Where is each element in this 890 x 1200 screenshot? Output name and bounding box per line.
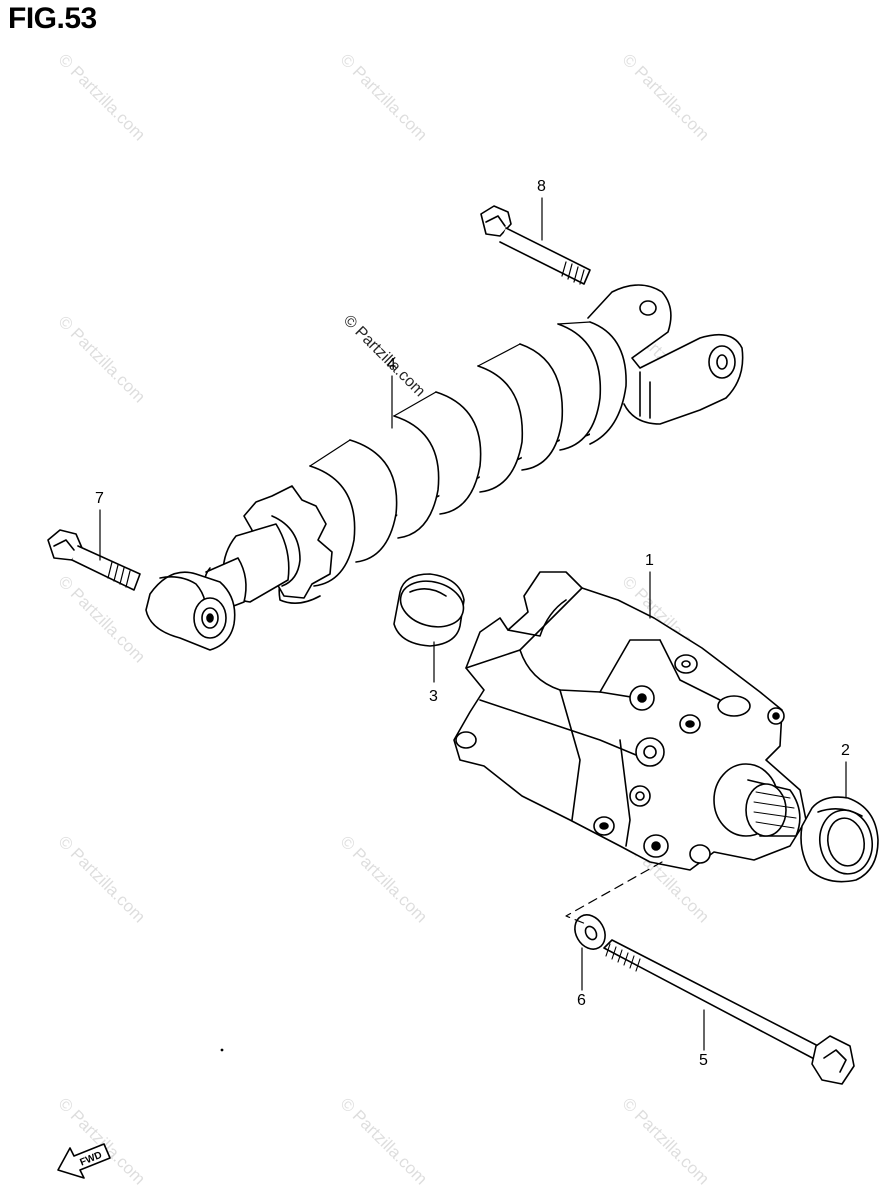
part-1-cushion-lever <box>453 571 807 871</box>
part-4-shock-absorber <box>145 284 744 651</box>
callout-8: 8 <box>537 178 546 195</box>
callout-7: 7 <box>95 490 104 507</box>
part-7-bolt <box>47 529 141 591</box>
forward-arrow-icon: FWD <box>57 1143 111 1179</box>
callout-5: 5 <box>699 1052 708 1069</box>
part-8-bolt <box>480 205 591 285</box>
callout-3: 3 <box>429 688 438 705</box>
leader-lines <box>99 197 847 1052</box>
figure-title: FIG.53 <box>8 2 97 35</box>
part-6-washer <box>574 914 606 950</box>
callout-4: 4 <box>387 356 396 373</box>
part-5-long-bolt <box>603 939 855 1085</box>
part-3-collar <box>393 573 465 647</box>
callout-1: 1 <box>645 552 654 569</box>
callout-6: 6 <box>577 992 586 1009</box>
part-2-dust-seal <box>800 796 879 883</box>
callout-2: 2 <box>841 742 850 759</box>
